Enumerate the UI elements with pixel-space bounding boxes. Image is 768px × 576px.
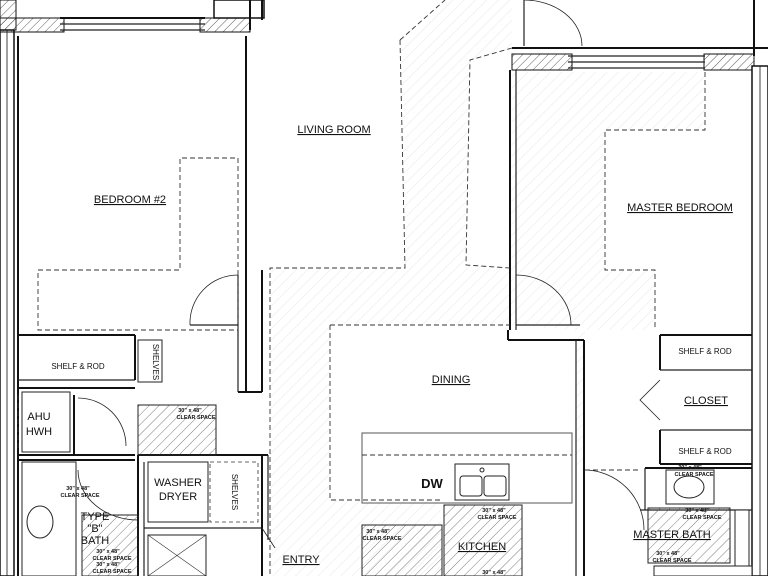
shelves-laundry-label: SHELVES bbox=[230, 474, 239, 510]
living-room-label: LIVING ROOM bbox=[297, 124, 370, 136]
entry-label: ENTRY bbox=[282, 554, 320, 566]
clear-space-7-size: 30" x 48" bbox=[685, 508, 709, 514]
circulation-area-master bbox=[510, 72, 705, 470]
clear-space-5-size: 30" x 48" bbox=[482, 508, 506, 514]
master-bath-label: MASTER BATH bbox=[633, 529, 710, 541]
hwh-label: HWH bbox=[26, 426, 52, 438]
clear-space-9-size: 30" x 48" bbox=[96, 562, 120, 568]
master-bedroom-label: MASTER BEDROOM bbox=[627, 202, 733, 214]
type-b-line2: "B" bbox=[87, 523, 102, 535]
clear-space-8-size: 30" x 48" bbox=[656, 551, 680, 557]
bedroom2-label: BEDROOM #2 bbox=[94, 194, 166, 206]
clear-space-5-label: CLEAR SPACE bbox=[477, 515, 516, 521]
clear-space-3-label: CLEAR SPACE bbox=[92, 556, 131, 562]
clear-space-4-size: 30" x 48" bbox=[366, 529, 390, 535]
clear-space-2-size: 30" x 48" bbox=[66, 486, 90, 492]
closet-label: CLOSET bbox=[684, 395, 728, 407]
type-b-line3: BATH bbox=[81, 535, 110, 547]
shelf-rod-left-label: SHELF & ROD bbox=[51, 362, 105, 371]
clear-space-2-label: CLEAR SPACE bbox=[60, 493, 99, 499]
dining-label: DINING bbox=[432, 374, 471, 386]
dashed-zones bbox=[17, 0, 706, 576]
kitchen-label: KITCHEN bbox=[458, 541, 506, 553]
clear-space-9-label: CLEAR SPACE bbox=[92, 569, 131, 575]
shelf-rod-master-bottom-label: SHELF & ROD bbox=[678, 447, 732, 456]
ahu-label: AHU bbox=[27, 411, 50, 423]
clear-space-7-label: CLEAR SPACE bbox=[682, 515, 721, 521]
fixtures bbox=[21, 339, 753, 576]
clear-space-10-size: 30" x 48" bbox=[678, 465, 702, 471]
clear-space-1-label: CLEAR SPACE bbox=[176, 415, 215, 421]
clear-space-6-size: 30" x 48" bbox=[482, 570, 506, 576]
clear-space-4-label: CLEAR SPACE bbox=[362, 536, 401, 542]
dryer-label: DRYER bbox=[159, 491, 197, 503]
shelf-rod-master-top-label: SHELF & ROD bbox=[678, 347, 732, 356]
clear-space-1-size: 30" x 48" bbox=[178, 408, 202, 414]
type-b-line1: TYPE bbox=[81, 511, 110, 523]
clear-spaces bbox=[81, 404, 731, 576]
dishwasher-label: DW bbox=[421, 476, 443, 491]
clear-space-10-label: CLEAR SPACE bbox=[674, 472, 713, 478]
clear-space-3-size: 30" x 48" bbox=[96, 549, 120, 555]
clear-space-8-label: CLEAR SPACE bbox=[652, 558, 691, 564]
circulation-area bbox=[270, 0, 512, 576]
washer-label: WASHER bbox=[154, 477, 202, 489]
shelves-left-label: SHELVES bbox=[151, 344, 160, 380]
kitchen-counter bbox=[361, 432, 573, 576]
